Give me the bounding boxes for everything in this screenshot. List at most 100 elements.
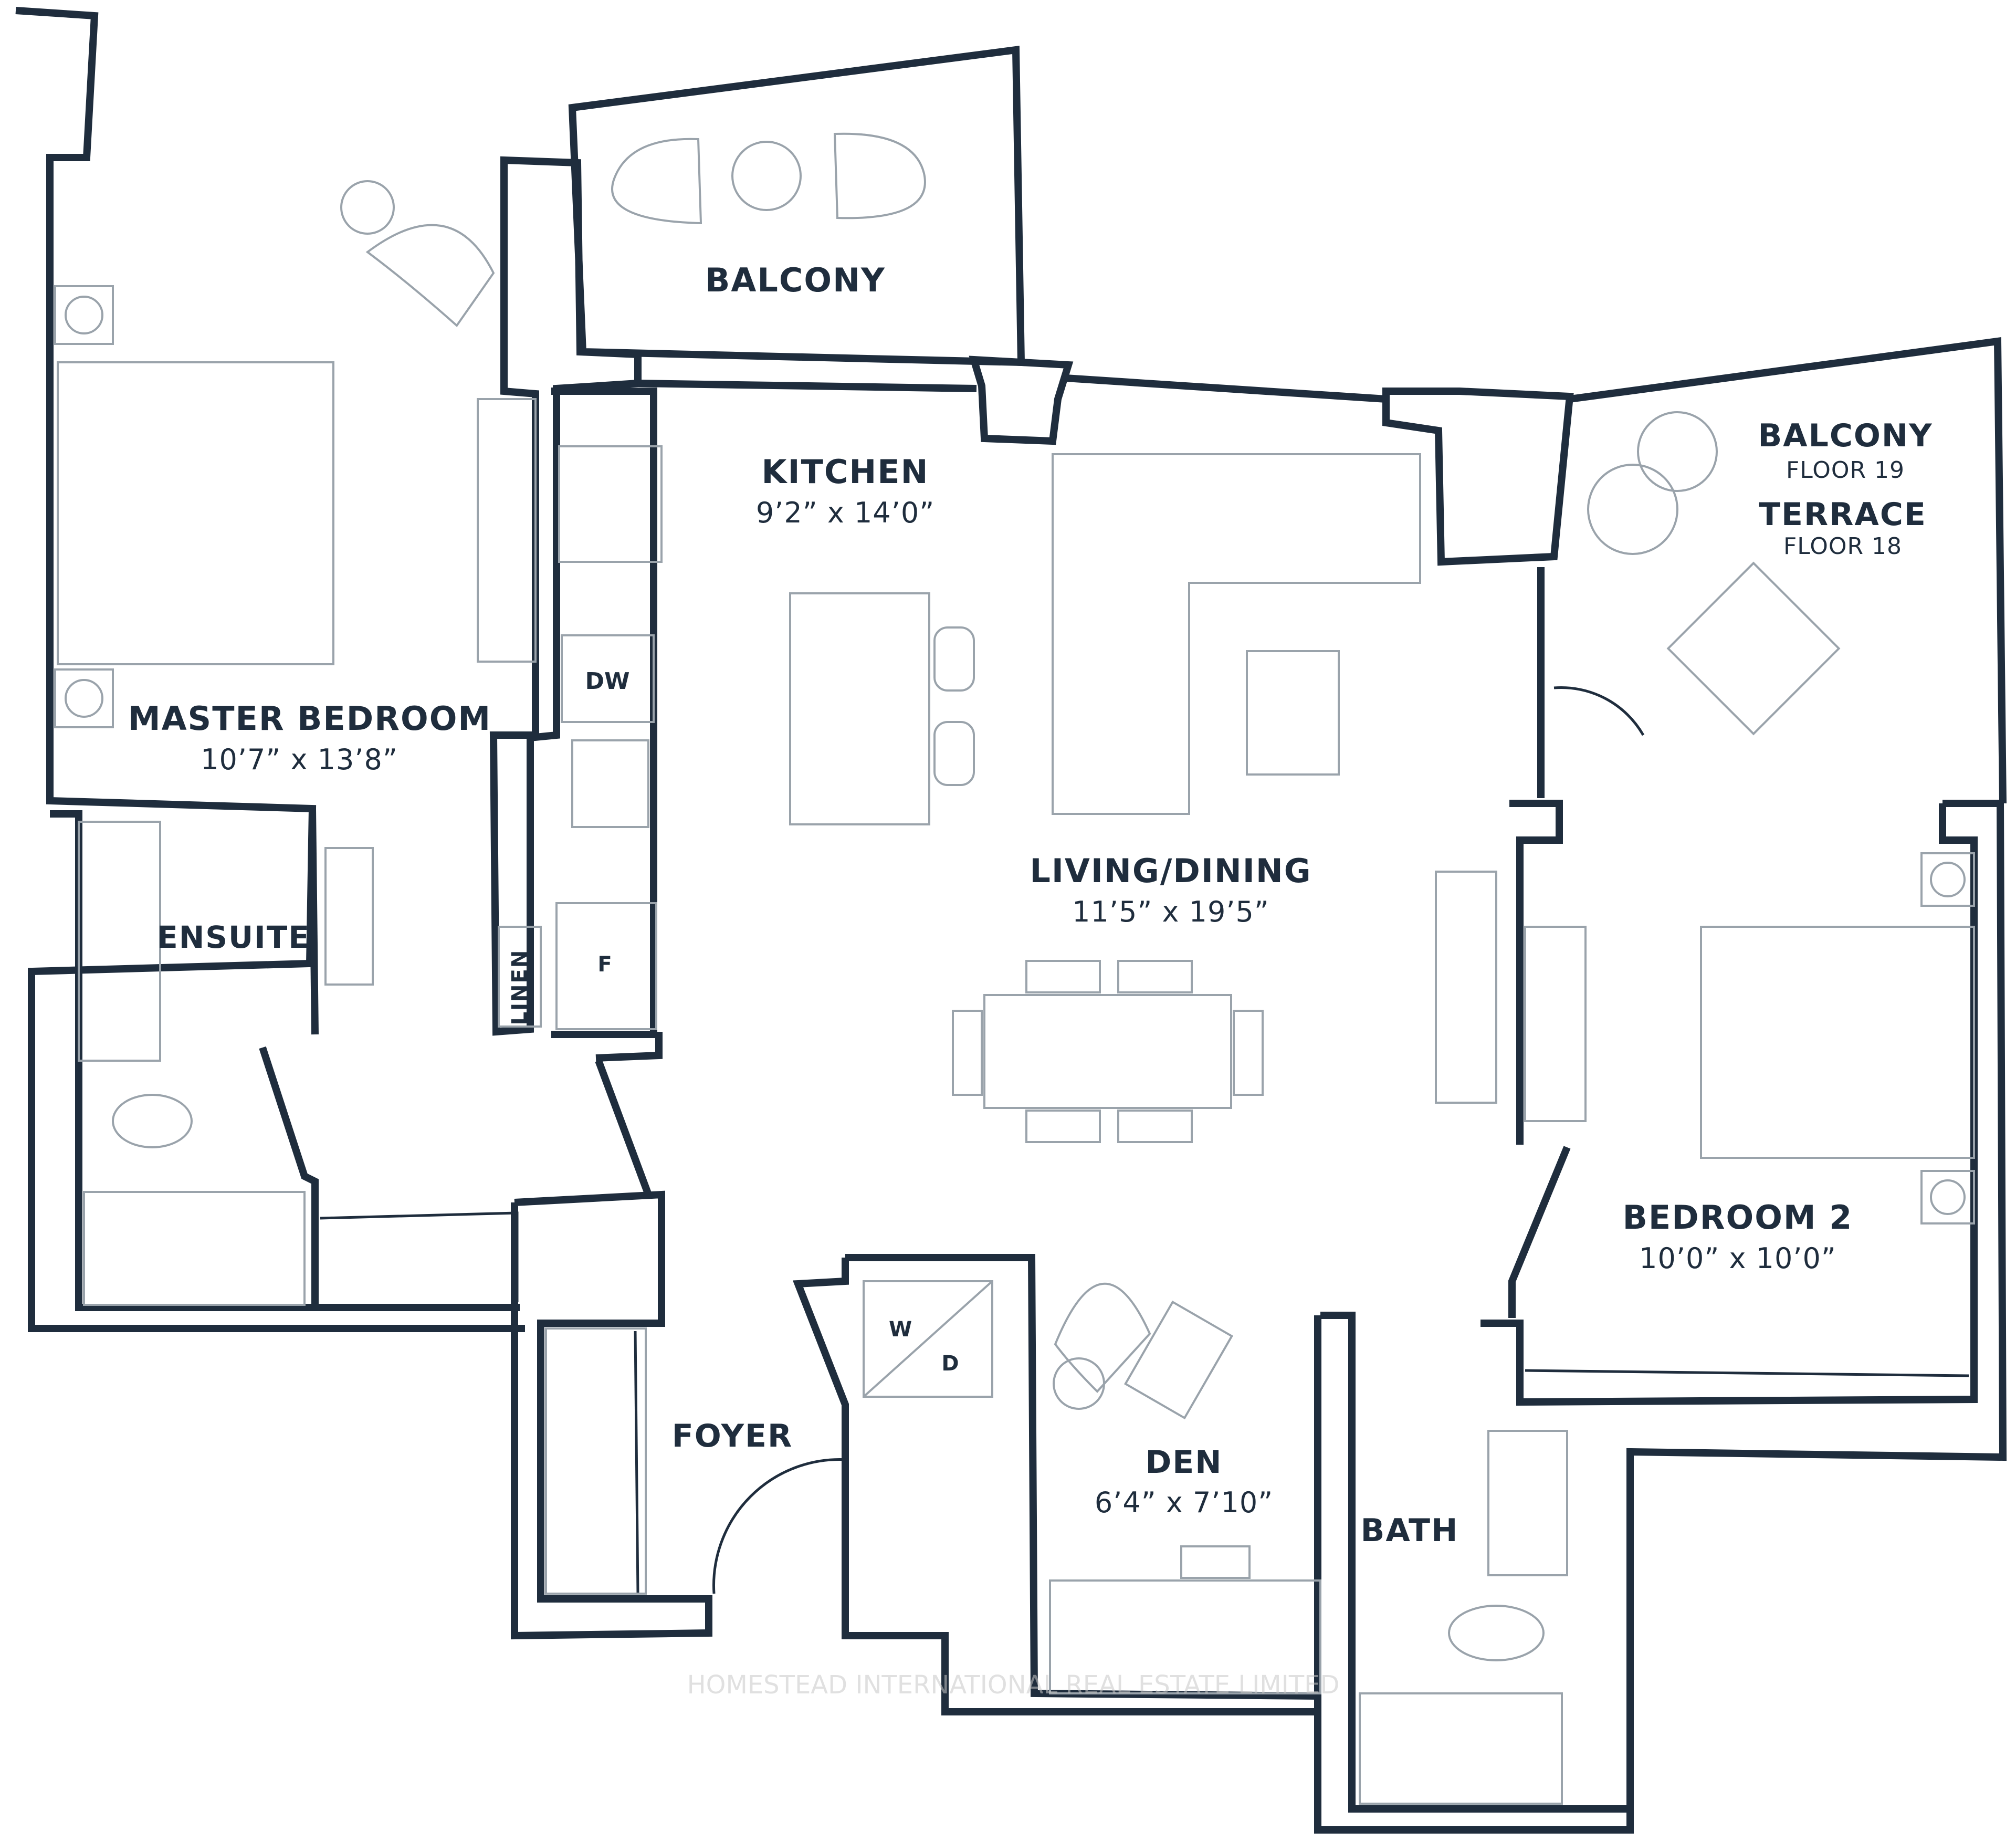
coffee-table bbox=[1246, 650, 1340, 776]
label-bedroom2: BEDROOM 2 bbox=[1623, 1198, 1853, 1237]
wall-bedroom2-door bbox=[1508, 1146, 1571, 1318]
stove bbox=[558, 445, 663, 563]
stool-2 bbox=[933, 721, 975, 786]
terrace-table bbox=[1666, 561, 1841, 736]
wall-window-living bbox=[1065, 374, 1387, 403]
bath-tub bbox=[1359, 1692, 1563, 1805]
bedroom2-bed bbox=[1700, 926, 1975, 1159]
label-den: DEN bbox=[1145, 1444, 1222, 1481]
ensuite-shower bbox=[83, 1191, 306, 1306]
kitchen-island bbox=[789, 592, 930, 825]
balcony-table bbox=[731, 141, 802, 211]
label-linen: LINEN bbox=[508, 949, 532, 1025]
den-stool bbox=[1053, 1357, 1105, 1410]
label-bath: BATH bbox=[1361, 1512, 1459, 1549]
laundry-divider bbox=[863, 1280, 993, 1398]
master-lamp-bottom bbox=[65, 679, 103, 718]
bedroom2-lamp-top bbox=[1930, 862, 1966, 897]
ensuite-vanity bbox=[78, 821, 161, 1062]
bath-toilet bbox=[1448, 1605, 1545, 1661]
wall-bedroom2 bbox=[1509, 800, 1563, 1145]
bedroom2-lamp-bottom bbox=[1930, 1179, 1966, 1215]
foyer-closet bbox=[545, 1327, 647, 1595]
master-armchair bbox=[365, 224, 495, 327]
dining-chair-2 bbox=[1117, 960, 1193, 993]
dims-living-dining: 11’5” x 19’5” bbox=[1072, 895, 1269, 928]
den-armchair bbox=[1054, 1283, 1151, 1393]
terrace-door-swing bbox=[1553, 686, 1645, 736]
wall-ensuite-door bbox=[259, 1046, 319, 1307]
dining-chair-5 bbox=[952, 1010, 983, 1096]
dims-master-bedroom: 10’7” x 13’8” bbox=[201, 743, 398, 776]
balcony-right-outline bbox=[1569, 337, 2007, 804]
label-balcony-right: BALCONY bbox=[1758, 417, 1933, 454]
den-chair bbox=[1180, 1545, 1251, 1579]
bedroom2-dresser bbox=[1524, 926, 1587, 1122]
kitchen-counter bbox=[551, 388, 657, 1038]
dining-chair-3 bbox=[1025, 1110, 1101, 1143]
dining-chair-4 bbox=[1117, 1110, 1193, 1143]
label-foyer: FOYER bbox=[672, 1418, 793, 1454]
ensuite-wardrobe bbox=[320, 1211, 519, 1302]
wall-center-column bbox=[489, 156, 642, 1036]
label-kitchen: KITCHEN bbox=[761, 453, 929, 491]
master-nightstand-top bbox=[54, 285, 114, 345]
master-chair-round bbox=[340, 180, 395, 235]
wall-foyer-diag bbox=[595, 1059, 652, 1196]
dishwasher-box bbox=[561, 634, 655, 723]
bath-vanity bbox=[1487, 1430, 1568, 1576]
dining-chair-1 bbox=[1025, 960, 1101, 993]
label-fridge: F bbox=[597, 953, 612, 977]
bedroom2-nightstand-top bbox=[1920, 852, 1975, 907]
foyer-closet-door bbox=[634, 1331, 639, 1594]
wall-bedroom2-right bbox=[1314, 800, 2007, 1834]
foyer-door-swing bbox=[712, 1458, 848, 1594]
wall-bedroom2-inner bbox=[1480, 803, 1978, 1406]
dims-bedroom2: 10’0” x 10’0” bbox=[1639, 1242, 1836, 1275]
stool-1 bbox=[933, 626, 975, 692]
wall-laundry-box bbox=[792, 1258, 1320, 1715]
bedroom2-nightstand-bottom bbox=[1920, 1170, 1975, 1224]
master-nightstand-bottom bbox=[54, 668, 114, 728]
sink bbox=[571, 739, 649, 828]
sectional-sofa bbox=[1052, 453, 1421, 815]
dining-table bbox=[983, 994, 1232, 1109]
pillar-top-center bbox=[969, 355, 1074, 445]
terrace-plant-2 bbox=[1587, 464, 1678, 555]
label-living-dining: LIVING/DINING bbox=[1030, 852, 1311, 890]
balcony-chair-right bbox=[833, 132, 926, 219]
dining-chair-6 bbox=[1233, 1010, 1264, 1096]
laundry-wd bbox=[863, 1280, 993, 1398]
dims-den: 6’4” x 7’10” bbox=[1095, 1486, 1273, 1519]
label-master-bedroom: MASTER BEDROOM bbox=[128, 699, 491, 738]
wall-den-bath bbox=[1320, 1312, 1630, 1813]
label-balcony-right-floor: FLOOR 19 bbox=[1786, 457, 1905, 484]
label-dishwasher: DW bbox=[585, 668, 629, 695]
wall-ensuite-diag bbox=[595, 1032, 663, 1062]
bedroom2-wardrobe bbox=[1525, 1369, 1969, 1377]
fridge-box bbox=[555, 902, 657, 1030]
balcony-top-outline bbox=[568, 46, 1025, 367]
wall-laundry bbox=[845, 1254, 1321, 1700]
wall-foyer-left bbox=[511, 1190, 712, 1640]
label-balcony-top: BALCONY bbox=[705, 261, 886, 299]
master-dresser bbox=[477, 398, 537, 663]
ensuite-toilet bbox=[112, 1094, 193, 1148]
den-ottoman bbox=[1124, 1300, 1234, 1420]
master-lamp-top bbox=[65, 296, 103, 334]
terrace-plant-1 bbox=[1637, 411, 1718, 492]
label-terrace-floor: FLOOR 18 bbox=[1783, 533, 1902, 560]
balcony-chair-left bbox=[611, 138, 702, 225]
label-ensuite: ENSUITE bbox=[157, 919, 310, 955]
exterior-wall-left bbox=[15, 7, 525, 1332]
wall-ensuite-right bbox=[309, 808, 319, 1035]
pillar-top-right bbox=[1382, 388, 1574, 566]
label-washer: W bbox=[889, 1317, 912, 1342]
linen-closet bbox=[498, 926, 542, 1028]
master-bed bbox=[57, 361, 334, 665]
label-dryer: D bbox=[941, 1352, 959, 1376]
dims-kitchen: 9’2” x 14’0” bbox=[756, 496, 934, 529]
living-console bbox=[1435, 871, 1497, 1104]
wall-window-top bbox=[637, 380, 977, 392]
